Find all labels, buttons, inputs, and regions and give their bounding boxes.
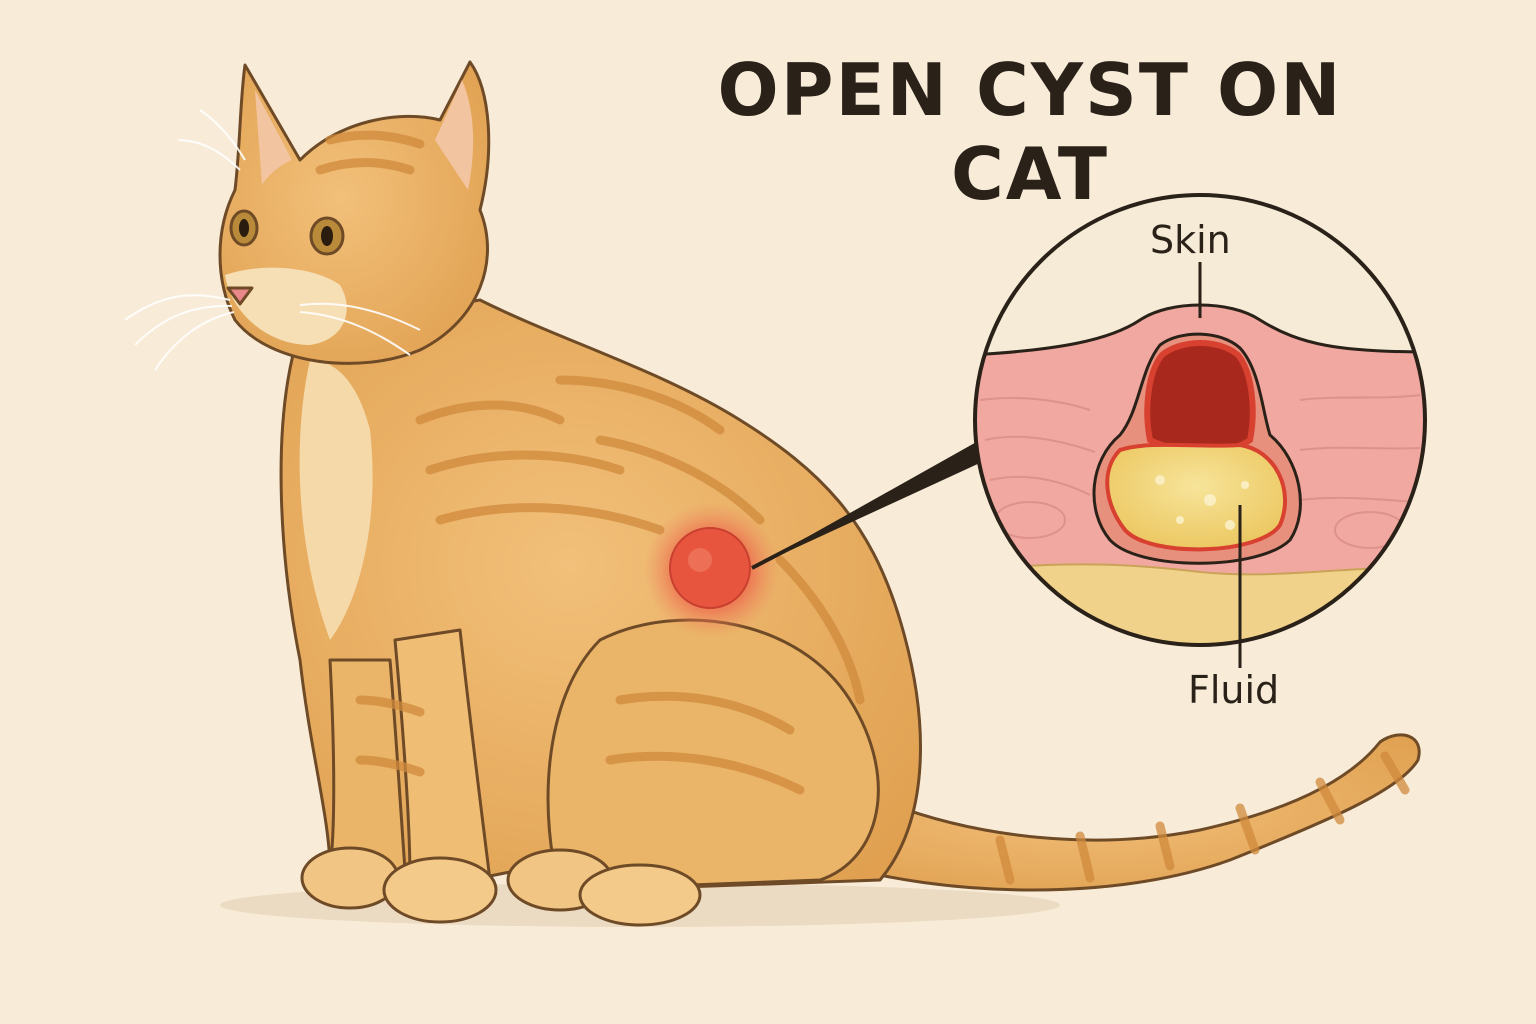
cross-section-outline [973,193,1427,647]
cat-paw-2 [382,856,498,924]
callout-pointer-wedge [752,440,982,568]
cat-paw-4 [578,863,702,927]
label-fluid: Fluid [1188,668,1280,712]
cyst-lesion [669,527,751,609]
cat-muzzle [225,267,347,345]
page-title: OPEN CYST ON CAT [717,48,1343,216]
cat-chest [299,360,373,640]
cat-ear-right [435,80,474,190]
cat-whiskers [124,109,421,371]
cat-nose [226,286,254,306]
cat-tail [818,733,1421,892]
cat-stripes [315,130,1410,885]
label-skin: Skin [1150,218,1231,262]
cat [218,60,1421,927]
cyst-fluid [1105,442,1287,552]
cyst-cavity [1144,340,1256,455]
cat-ear-left [255,90,292,185]
cat-paw-1 [300,846,400,910]
